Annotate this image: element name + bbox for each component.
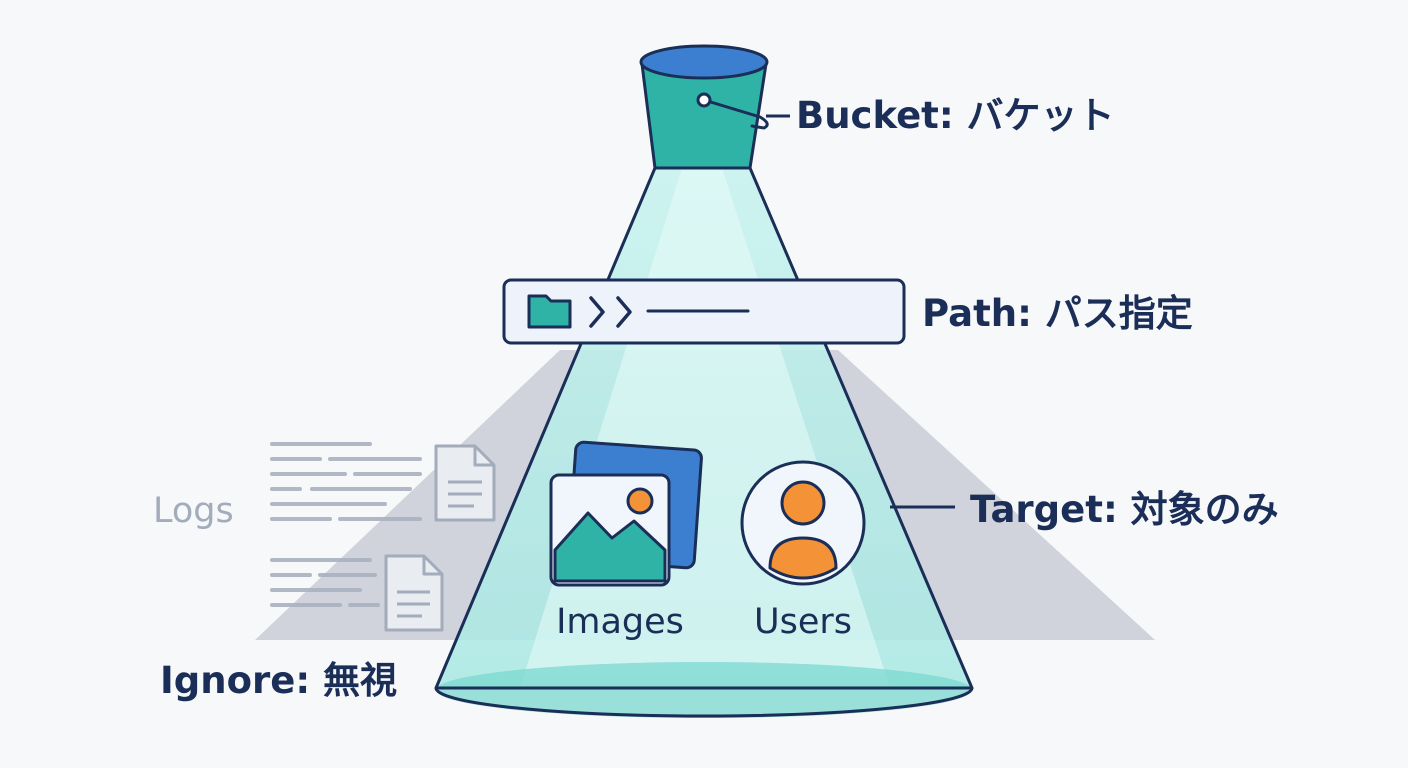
path-bar: [502, 278, 906, 345]
folder-icon: [527, 294, 572, 329]
image-icon: [549, 440, 703, 587]
beam-base: [436, 662, 972, 718]
target-label: Target: 対象のみ: [970, 488, 1279, 531]
document-icon: [434, 444, 496, 522]
chevron-right-icon: [616, 296, 632, 328]
document-icon: [384, 554, 444, 632]
ignore-label: Ignore: 無視: [160, 659, 397, 702]
users-label: Users: [754, 602, 852, 642]
logs-label: Logs: [153, 491, 234, 531]
images-label: Images: [556, 602, 684, 642]
path-label: Path: パス指定: [922, 292, 1193, 335]
bucket-label: Bucket: バケット: [796, 94, 1115, 137]
chevron-right-icon: [589, 296, 605, 328]
ignored-logs: [270, 442, 422, 607]
bucket-icon: [639, 44, 769, 170]
user-icon: [740, 460, 866, 586]
